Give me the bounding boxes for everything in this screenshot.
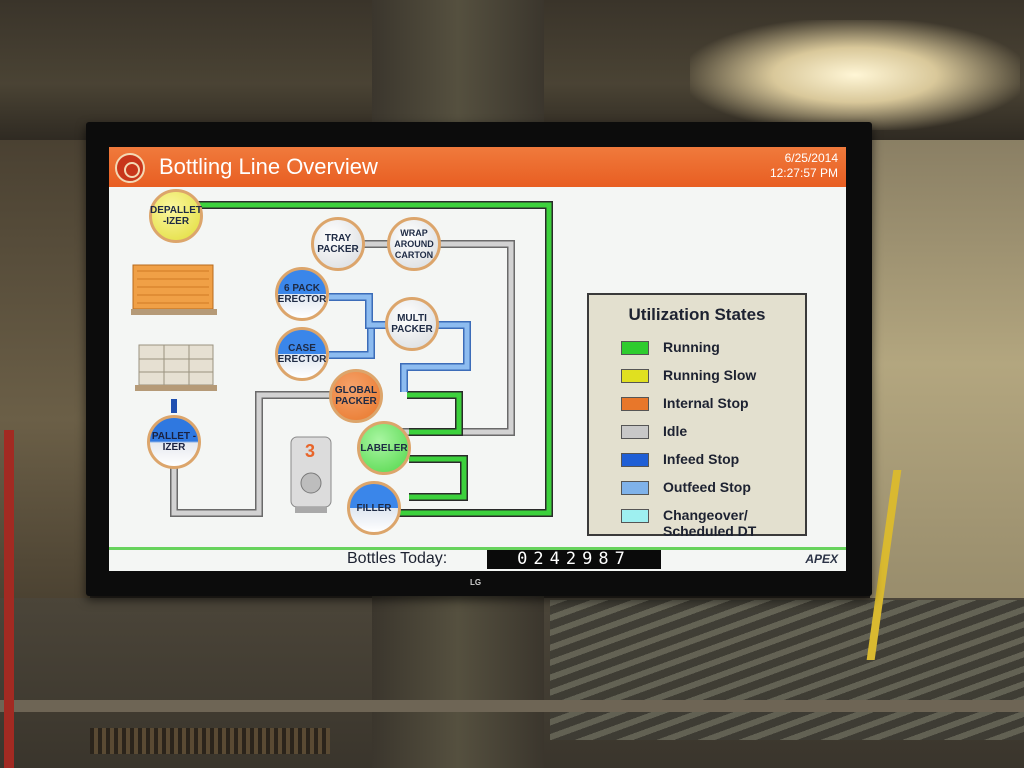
legend-item-internal-stop: Internal Stop	[621, 395, 749, 413]
station-label: WRAP AROUND CARTON	[394, 227, 434, 260]
legend-item-changeover: Changeover/ Scheduled DT	[621, 507, 756, 539]
legend-label: Changeover/ Scheduled DT	[663, 507, 756, 539]
ceiling-light	[690, 20, 1020, 130]
legend-item-running-slow: Running Slow	[621, 367, 756, 385]
bottle-pallet-icon	[131, 264, 217, 315]
legend-item-outfeed-stop: Outfeed Stop	[621, 479, 751, 497]
bottle-rows	[90, 728, 330, 754]
station-label: FILLER	[356, 502, 392, 514]
footer-divider	[109, 547, 846, 550]
legend-label: Infeed Stop	[663, 451, 740, 467]
utilization-legend: Utilization States Running Running Slow …	[587, 293, 807, 539]
bottles-today-counter: 0242987	[487, 549, 661, 569]
conveyor-line	[550, 600, 1024, 740]
station-label: PALLET -IZER	[151, 431, 197, 453]
station-case-erector[interactable]: CASE ERECTOR	[275, 327, 329, 381]
legend-label: Outfeed Stop	[663, 479, 751, 495]
legend-swatch	[621, 481, 649, 495]
station-filler[interactable]: FILLER	[347, 481, 401, 535]
outfeed-path	[329, 294, 470, 392]
station-label: CASE ERECTOR	[277, 343, 327, 365]
legend-title: Utilization States	[628, 305, 766, 324]
station-label: LABELER	[360, 442, 408, 454]
date-text: 6/25/2014	[784, 151, 838, 165]
filler-tank-icon	[290, 436, 332, 513]
bottles-today-label: Bottles Today:	[347, 550, 448, 567]
legend-item-idle: Idle	[621, 423, 687, 441]
legend-label: Idle	[663, 423, 688, 439]
red-pipe	[4, 430, 14, 768]
datetime: 6/25/2014 12:27:57 PM	[770, 151, 838, 181]
brewery-logo-icon	[115, 153, 145, 183]
running-path	[177, 202, 552, 516]
legend-label-line1: Changeover/	[663, 507, 748, 523]
legend-label: Running	[663, 339, 720, 355]
filler-tank-number: 3	[305, 441, 316, 461]
station-labeler[interactable]: LABELER	[357, 421, 411, 475]
station-tray-packer[interactable]: TRAY PACKER	[311, 217, 365, 271]
outfeed-path-case	[329, 329, 374, 358]
idle-path-pallet	[171, 392, 334, 516]
apex-logo: APEX	[805, 552, 838, 566]
legend-swatch	[621, 509, 649, 523]
station-palletizer[interactable]: PALLET -IZER	[147, 415, 201, 469]
station-label: DEPALLET -IZER	[149, 205, 203, 227]
legend-item-infeed-stop: Infeed Stop	[621, 451, 739, 469]
conveyor-paths	[131, 201, 553, 517]
monitor-brand-logo: LG	[470, 578, 482, 587]
legend-label: Running Slow	[663, 367, 757, 383]
station-label: MULTI PACKER	[391, 313, 433, 335]
station-label: GLOBAL PACKER	[334, 385, 378, 407]
station-depalletizer[interactable]: DEPALLET -IZER	[149, 189, 203, 243]
running-path-global	[407, 392, 462, 435]
legend-swatch	[621, 425, 649, 439]
station-label: 6 PACK ERECTOR	[277, 283, 327, 305]
guard-rail	[0, 700, 1024, 712]
legend-swatch	[621, 397, 649, 411]
legend-swatch	[621, 369, 649, 383]
line-diagram: 3 DEPALLET -IZER TRAY PACKER WRAP AROUND…	[109, 187, 846, 547]
legend-swatch	[621, 453, 649, 467]
station-label: TRAY PACKER	[317, 233, 359, 255]
station-global-packer[interactable]: GLOBAL PACKER	[329, 369, 383, 423]
header-bar: Bottling Line Overview 6/25/2014 12:27:5…	[109, 147, 846, 187]
running-path-labeler	[409, 456, 467, 500]
legend-swatch	[621, 341, 649, 355]
footer-bar: Bottles Today: 0242987 APEX	[109, 547, 846, 571]
legend-item-running: Running	[621, 339, 720, 357]
case-pallet-icon	[135, 344, 217, 391]
page-title: Bottling Line Overview	[159, 154, 378, 179]
time-text: 12:27:57 PM	[769, 166, 838, 180]
station-6-pack-erector[interactable]: 6 PACK ERECTOR	[275, 267, 329, 321]
screen: Bottling Line Overview 6/25/2014 12:27:5…	[109, 147, 846, 571]
legend-label: Internal Stop	[663, 395, 749, 411]
station-wrap-around-carton[interactable]: WRAP AROUND CARTON	[387, 217, 441, 271]
legend-label-line2: Scheduled DT	[663, 523, 757, 539]
station-multi-packer[interactable]: MULTI PACKER	[385, 297, 439, 351]
